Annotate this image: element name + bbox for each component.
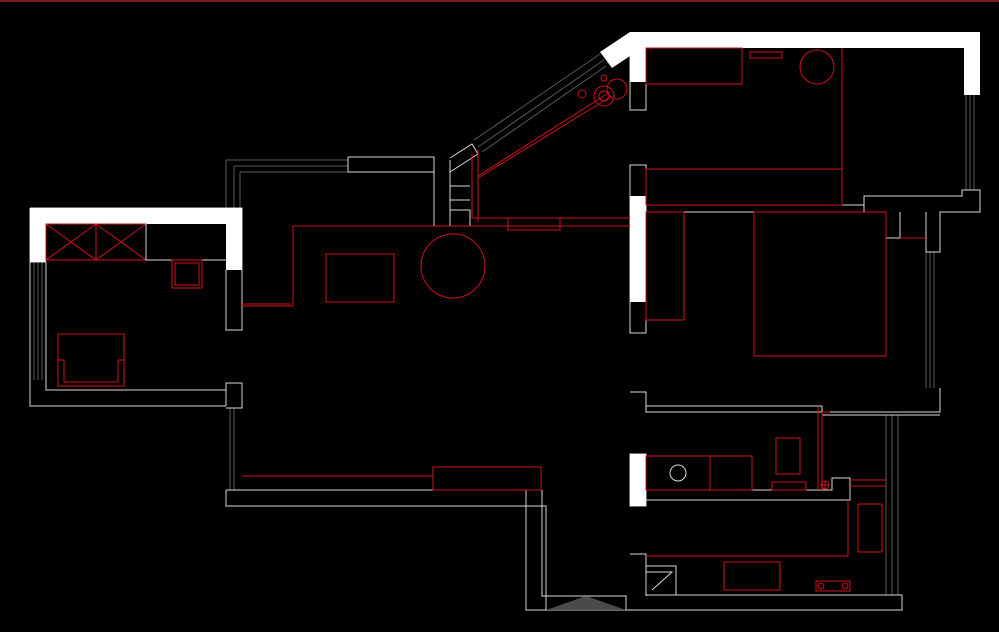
balcony-washer-inner <box>174 262 200 286</box>
bathroom-fixture-pair <box>815 580 851 592</box>
north-wardrobe <box>645 168 843 206</box>
window-east-upper <box>965 95 975 190</box>
wall-balcony-east <box>226 224 242 270</box>
balcony-washer <box>171 259 203 289</box>
east-wardrobe <box>645 211 685 321</box>
kitchen-low-cabinet <box>771 481 807 491</box>
bathroom-cabinet <box>857 503 883 553</box>
circle-fixture-icon <box>577 74 628 107</box>
balcony-cabinets <box>45 223 226 261</box>
crossed-circle-icon <box>820 480 830 490</box>
outline-central-partition <box>629 47 941 596</box>
furniture-group <box>45 47 926 595</box>
entry-cabinet-line <box>471 150 630 231</box>
outline-living-south <box>225 489 903 611</box>
bathroom-partition <box>646 500 849 557</box>
top-frame-line <box>0 0 999 2</box>
window-south-living <box>229 408 235 490</box>
kitchen-fridge <box>775 437 801 475</box>
outline-bedroom-east <box>646 189 981 253</box>
kitchen-counter-stove <box>709 455 753 491</box>
wall-partition-mid <box>630 196 646 302</box>
kitchen-counter-sink <box>645 455 711 491</box>
window-west <box>33 262 43 380</box>
balcony-armchair <box>57 333 125 387</box>
outline-balcony-west <box>29 207 243 409</box>
north-shelf <box>749 51 783 59</box>
wall-north-east <box>600 32 980 95</box>
entry-threshold <box>546 596 626 610</box>
coffee-table <box>325 253 395 303</box>
wall-partition-kitchen <box>630 454 646 506</box>
bathroom-bench <box>723 561 781 591</box>
diagonal-pipe <box>477 91 613 179</box>
windows-group <box>33 53 975 595</box>
dining-table <box>420 233 486 299</box>
north-round-chair <box>799 49 835 85</box>
living-sideboard <box>242 225 630 307</box>
bathroom-shower <box>646 565 677 595</box>
wall-balcony-north <box>30 208 242 262</box>
outline-living-north <box>347 143 479 227</box>
tv-console <box>432 466 542 491</box>
wall-outlines <box>29 47 981 611</box>
window-east-mid <box>925 252 935 388</box>
window-north-living <box>225 159 348 208</box>
sink-basin <box>669 464 687 482</box>
double-bed <box>753 211 887 357</box>
window-diagonal <box>473 53 607 153</box>
kitchen-pipe <box>817 406 886 490</box>
north-desk <box>645 47 743 85</box>
window-bathroom <box>885 415 899 595</box>
